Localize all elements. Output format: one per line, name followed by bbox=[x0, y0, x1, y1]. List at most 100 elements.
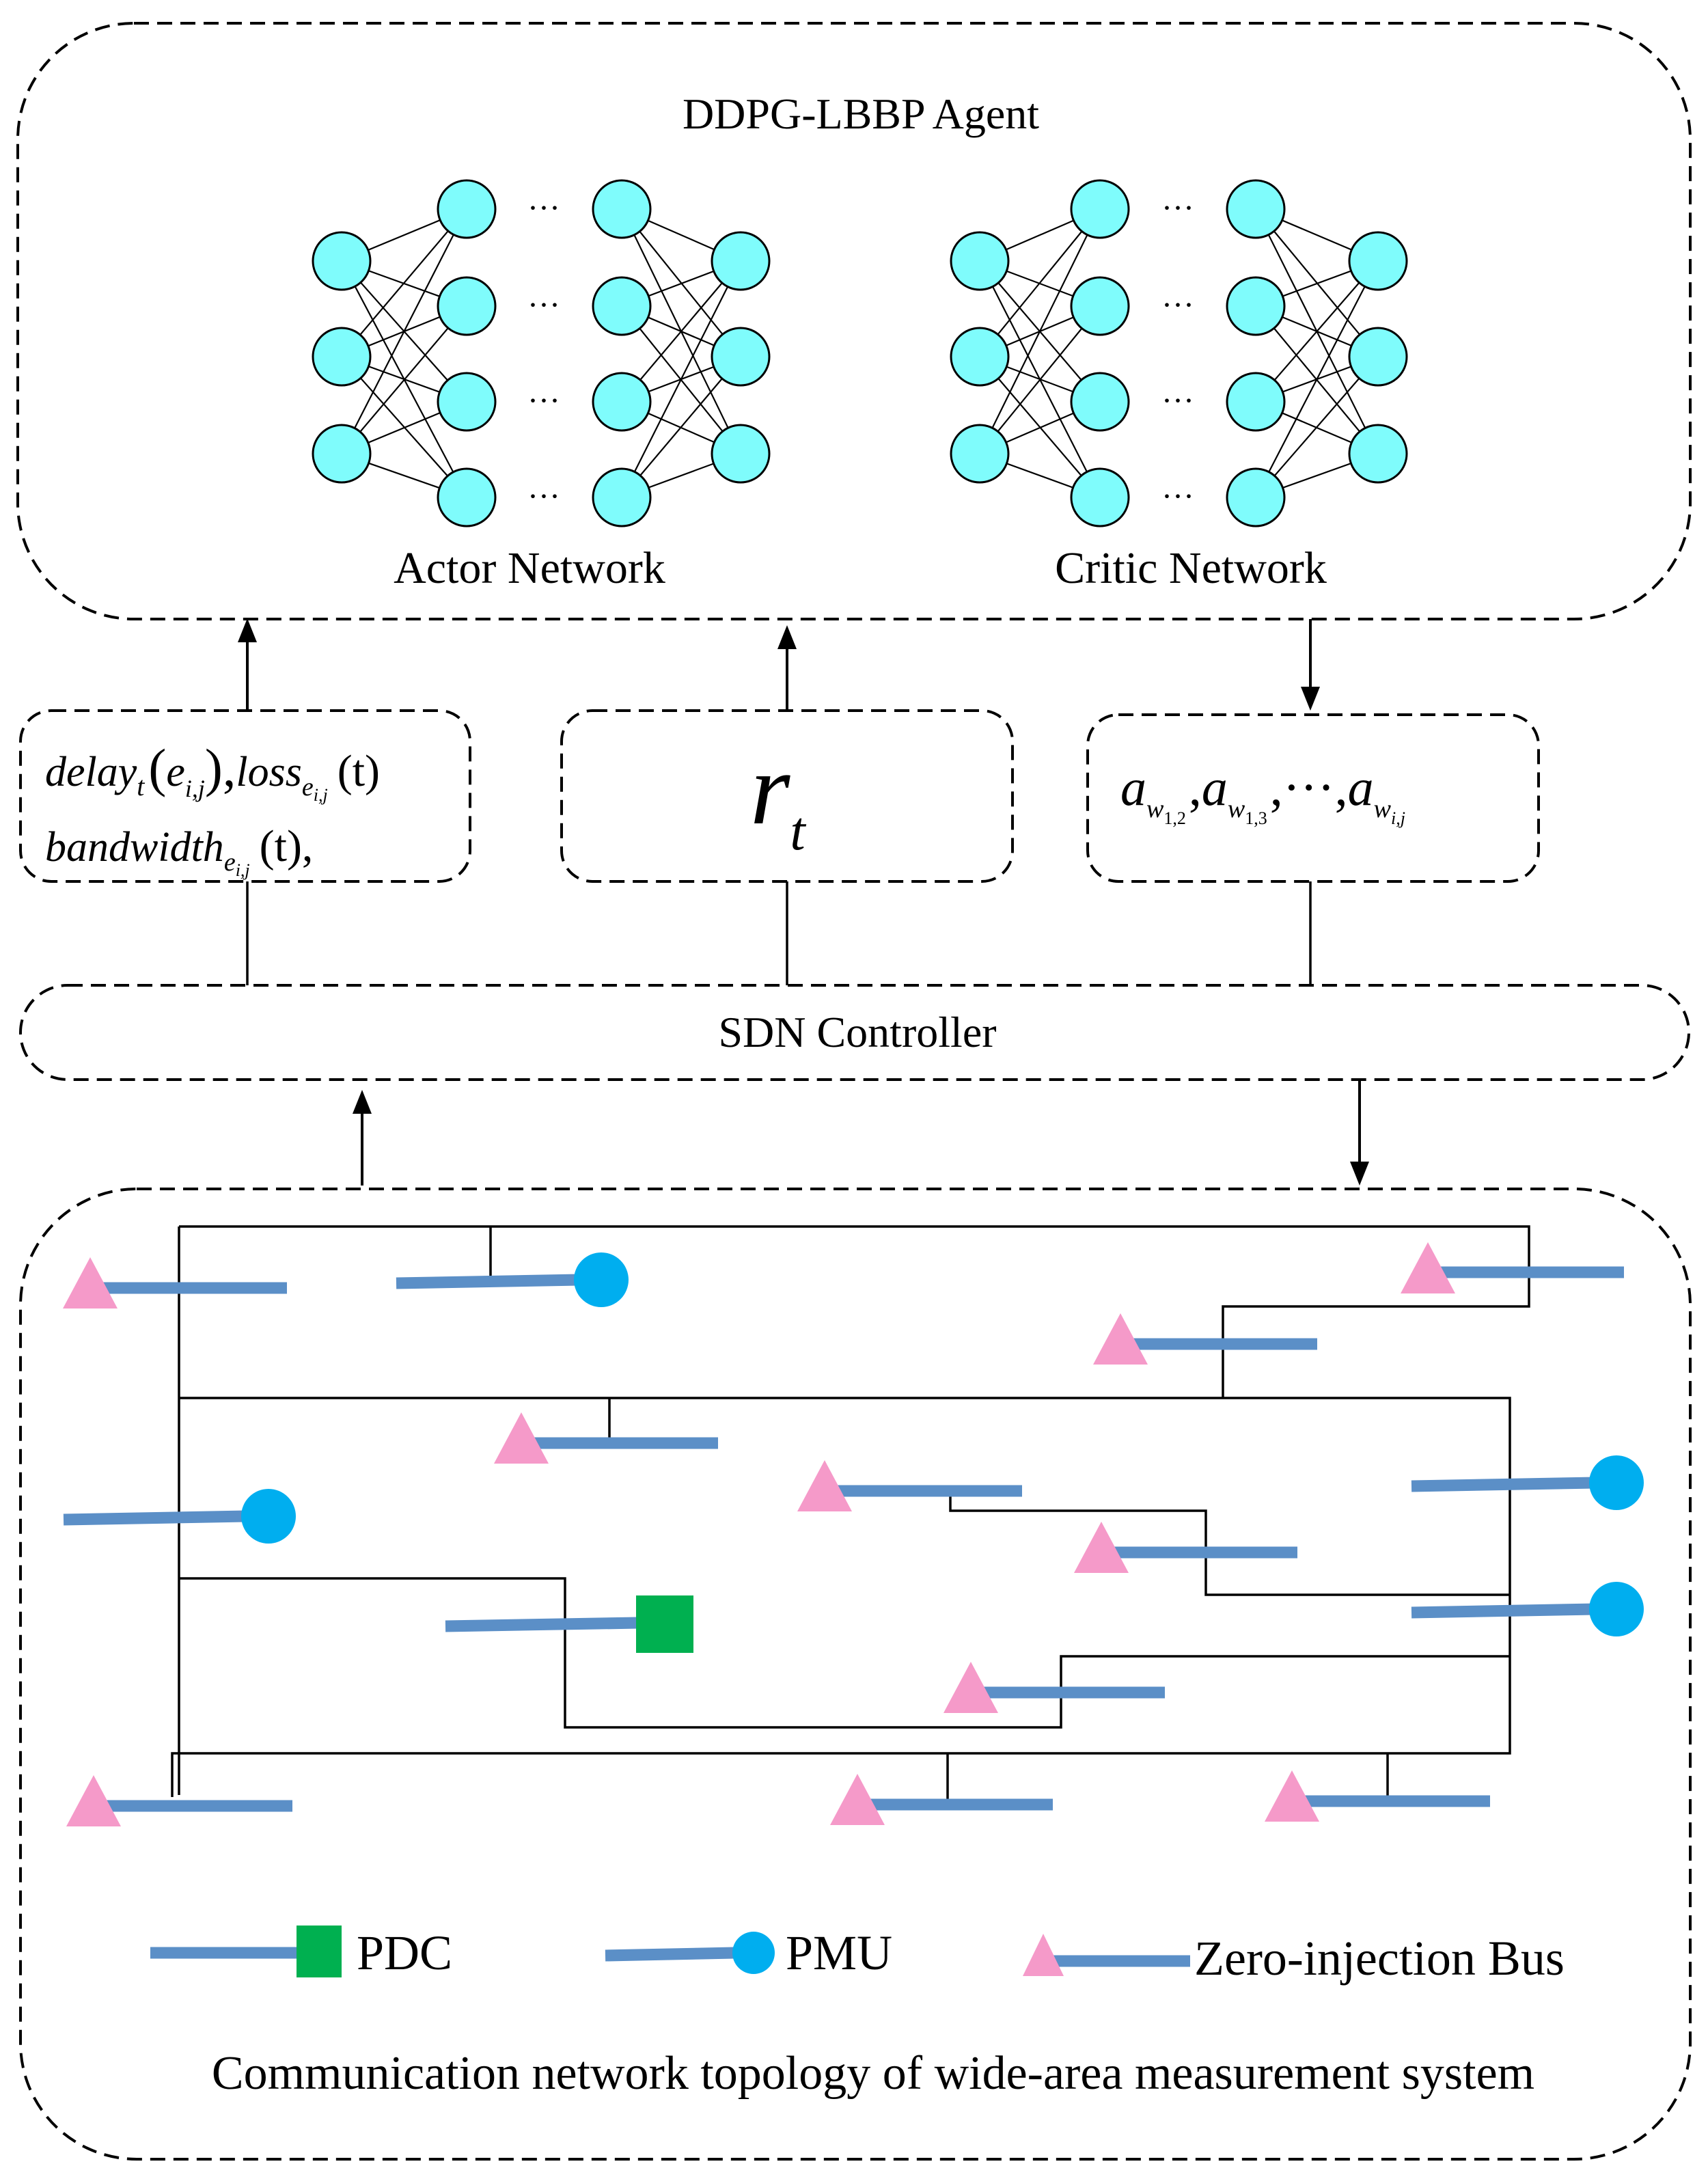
topology-panel: PDC PMU Zero-injection Bus Communication… bbox=[19, 1188, 1692, 2161]
network-edge bbox=[979, 305, 1101, 454]
agent-arrows bbox=[238, 618, 1320, 711]
neuron-node bbox=[437, 467, 497, 527]
layer-ellipsis: ··· bbox=[527, 287, 560, 323]
neuron-node bbox=[592, 372, 652, 432]
legend-zero-injection: Zero-injection Bus bbox=[1023, 1931, 1565, 1986]
neuron-node bbox=[1070, 179, 1130, 239]
critic-network-label: Critic Network bbox=[1055, 543, 1327, 593]
pmu-bus bbox=[1411, 1455, 1644, 1510]
neuron-node bbox=[711, 231, 771, 291]
comm-link bbox=[171, 1397, 1511, 1797]
zero-injection-bus bbox=[1074, 1522, 1297, 1573]
pdc-icon bbox=[636, 1595, 693, 1653]
neuron-node bbox=[1226, 179, 1286, 239]
topology-border bbox=[19, 1188, 1692, 2161]
zero-injection-bus bbox=[66, 1775, 292, 1826]
neuron-node bbox=[592, 179, 652, 239]
state-line-1: delayt(ei,j),lossei,j(t) bbox=[45, 738, 380, 805]
pdc-bus bbox=[445, 1595, 693, 1653]
zero-injection-bus bbox=[63, 1257, 287, 1308]
agent-title: DDPG-LBBP Agent bbox=[683, 90, 1039, 138]
neuron-node bbox=[950, 231, 1010, 291]
zero-injection-bus bbox=[830, 1774, 1053, 1825]
pmu-bus bbox=[63, 1489, 296, 1544]
comm-link bbox=[179, 1577, 1510, 1729]
neuron-node bbox=[1348, 424, 1408, 484]
layer-ellipsis: ··· bbox=[527, 383, 560, 419]
neuron-node bbox=[437, 179, 497, 239]
reward-up-arrowhead bbox=[777, 625, 797, 649]
layer-ellipsis: ··· bbox=[1161, 383, 1194, 419]
action-box: aw1,2,aw1,3,···,awi,j bbox=[1086, 713, 1540, 883]
neuron-node bbox=[592, 276, 652, 336]
bus-devices bbox=[63, 1242, 1644, 1826]
network-edge bbox=[1255, 260, 1379, 402]
neuron-node bbox=[592, 467, 652, 527]
zero-injection-bus bbox=[494, 1412, 718, 1464]
topology-title: Communication network topology of wide-a… bbox=[212, 2047, 1534, 2100]
topology-down-arrowhead bbox=[1350, 1162, 1369, 1186]
layer-ellipsis: ··· bbox=[1161, 190, 1194, 226]
sdn-controller-label: SDN Controller bbox=[718, 1008, 996, 1056]
state-box: delayt(ei,j),lossei,j(t) bandwidthei,j(t… bbox=[19, 709, 471, 883]
neuron-node bbox=[1226, 276, 1286, 336]
zero-injection-bus bbox=[943, 1662, 1165, 1713]
neuron-node bbox=[950, 327, 1010, 387]
zero-injection-icon bbox=[63, 1257, 118, 1308]
neuron-node bbox=[437, 372, 497, 432]
layer-ellipsis: ··· bbox=[527, 478, 560, 515]
layer-ellipsis: ··· bbox=[1161, 478, 1194, 515]
legend-zero-injection-label: Zero-injection Bus bbox=[1194, 1931, 1565, 1986]
agent-panel: DDPG-LBBP Agent ············ ···········… bbox=[16, 22, 1692, 620]
zero-injection-bus bbox=[797, 1460, 1022, 1511]
zero-injection-icon bbox=[797, 1460, 852, 1511]
pmu-icon bbox=[574, 1252, 629, 1307]
action-box-border bbox=[1086, 713, 1540, 883]
pmu-icon bbox=[1589, 1455, 1644, 1510]
pmu-icon bbox=[241, 1489, 296, 1544]
state-box-border bbox=[19, 709, 471, 883]
neuron-node bbox=[1070, 372, 1130, 432]
communication-links bbox=[171, 1225, 1530, 1801]
neuron-node bbox=[950, 424, 1010, 484]
zero-injection-bus bbox=[1093, 1313, 1317, 1365]
zero-injection-icon bbox=[494, 1412, 549, 1464]
zero-injection-icon bbox=[1093, 1313, 1148, 1365]
legend-pmu: PMU bbox=[605, 1926, 892, 1980]
neuron-node bbox=[1070, 276, 1130, 336]
neuron-node bbox=[312, 327, 372, 387]
comm-link bbox=[949, 1491, 1510, 1596]
network-edge bbox=[1255, 260, 1379, 498]
actor-network-label: Actor Network bbox=[394, 543, 665, 593]
critic-network: ············ bbox=[950, 179, 1408, 527]
zero-injection-bus bbox=[1265, 1770, 1490, 1822]
network-edge bbox=[341, 305, 467, 454]
network-edge bbox=[621, 260, 741, 498]
legend-pmu-label: PMU bbox=[786, 1926, 892, 1980]
controller-links bbox=[246, 881, 1312, 985]
network-edge bbox=[979, 208, 1101, 357]
zero-injection-icon bbox=[66, 1775, 121, 1826]
network-edge bbox=[979, 208, 1101, 454]
neuron-node bbox=[1348, 327, 1408, 387]
network-edge bbox=[341, 208, 467, 454]
neuron-node bbox=[1348, 231, 1408, 291]
pmu-icon bbox=[732, 1932, 775, 1974]
state-up-arrowhead bbox=[238, 618, 257, 642]
pmu-icon bbox=[1589, 1582, 1644, 1636]
zero-injection-bus bbox=[1401, 1242, 1624, 1293]
neuron-node bbox=[1226, 372, 1286, 432]
legend: PDC PMU Zero-injection Bus bbox=[150, 1926, 1565, 1986]
legend-pdc: PDC bbox=[150, 1926, 452, 1980]
topology-arrows bbox=[353, 1080, 1369, 1186]
state-line-2: bandwidthei,j(t), bbox=[45, 821, 313, 880]
neuron-node bbox=[1070, 467, 1130, 527]
layer-ellipsis: ··· bbox=[527, 190, 560, 226]
zero-injection-icon bbox=[1023, 1934, 1064, 1976]
topology-up-arrowhead bbox=[353, 1090, 372, 1114]
comm-link bbox=[179, 1225, 1530, 1398]
zero-injection-icon bbox=[943, 1662, 998, 1713]
neuron-node bbox=[312, 424, 372, 484]
network-edge bbox=[341, 208, 467, 357]
